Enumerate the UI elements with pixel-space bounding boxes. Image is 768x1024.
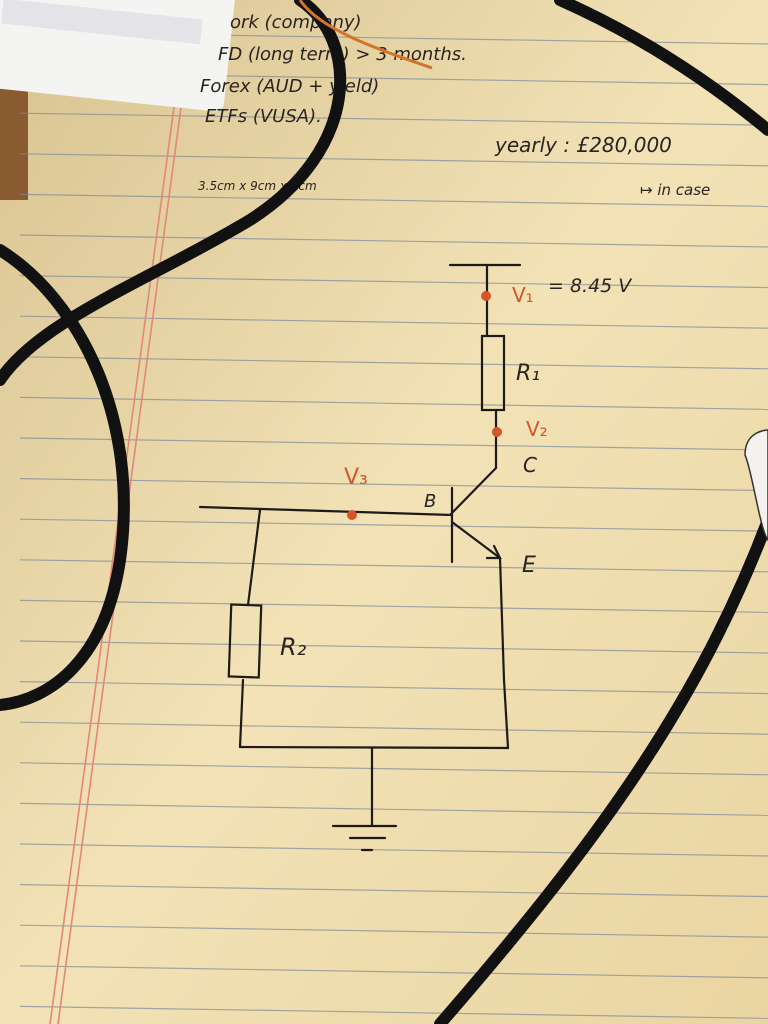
base-wire [198,505,454,517]
ruled-line [19,802,768,816]
ruled-line [19,559,768,573]
v1-label: V₁ [512,283,534,307]
note-line: Forex (AUD + yield) [200,76,379,97]
resistor-r1 [480,334,506,412]
ruled-line [19,599,768,613]
ruled-line [19,356,768,370]
node-v2 [492,427,502,437]
collector-label: C [523,453,537,477]
ruled-line [19,924,768,938]
r1-label: R₁ [516,361,540,386]
node-v3 [347,510,357,520]
emitter-arrow [450,520,502,560]
desk-surface [0,70,28,200]
ruled-lines [19,31,768,1019]
ruled-line [19,437,768,451]
base-label: B [424,491,436,512]
v2-label: V₂ [526,417,548,441]
ruled-line [19,112,768,126]
ground-wire [238,745,510,750]
ruled-line [19,1005,768,1019]
v1-value: = 8.45 V [548,275,633,297]
ruled-line [19,965,768,979]
note-line: yearly : £280,000 [494,133,672,157]
transistor-circuit: V₁ = 8.45 V R₁ V₂ C V₃ B E R₂ [198,263,633,852]
note-line: ork (company) [230,12,362,33]
ruled-line [19,843,768,857]
resistor-r2 [227,603,263,679]
ruled-line [19,153,768,167]
orange-jumper-wire [298,0,433,70]
ruled-line [19,721,768,735]
note-line: ETFs (VUSA). [205,106,322,127]
emitter-label: E [522,553,536,578]
ruled-line [19,884,768,898]
r2-label: R₂ [280,633,307,661]
note-line: ↦ in case [640,181,710,199]
ruled-line [19,478,768,492]
ruled-line [19,640,768,654]
collector-lead [448,466,498,517]
ruled-line [19,193,768,207]
node-v1 [481,291,491,301]
ruled-line [19,681,768,695]
ruled-line [19,518,768,532]
ruled-line [19,396,768,410]
breadboard [0,0,235,112]
ruled-line [19,234,768,248]
ground-symbol [331,824,398,852]
v3-label: V₃ [344,465,368,490]
ruled-line [19,315,768,329]
